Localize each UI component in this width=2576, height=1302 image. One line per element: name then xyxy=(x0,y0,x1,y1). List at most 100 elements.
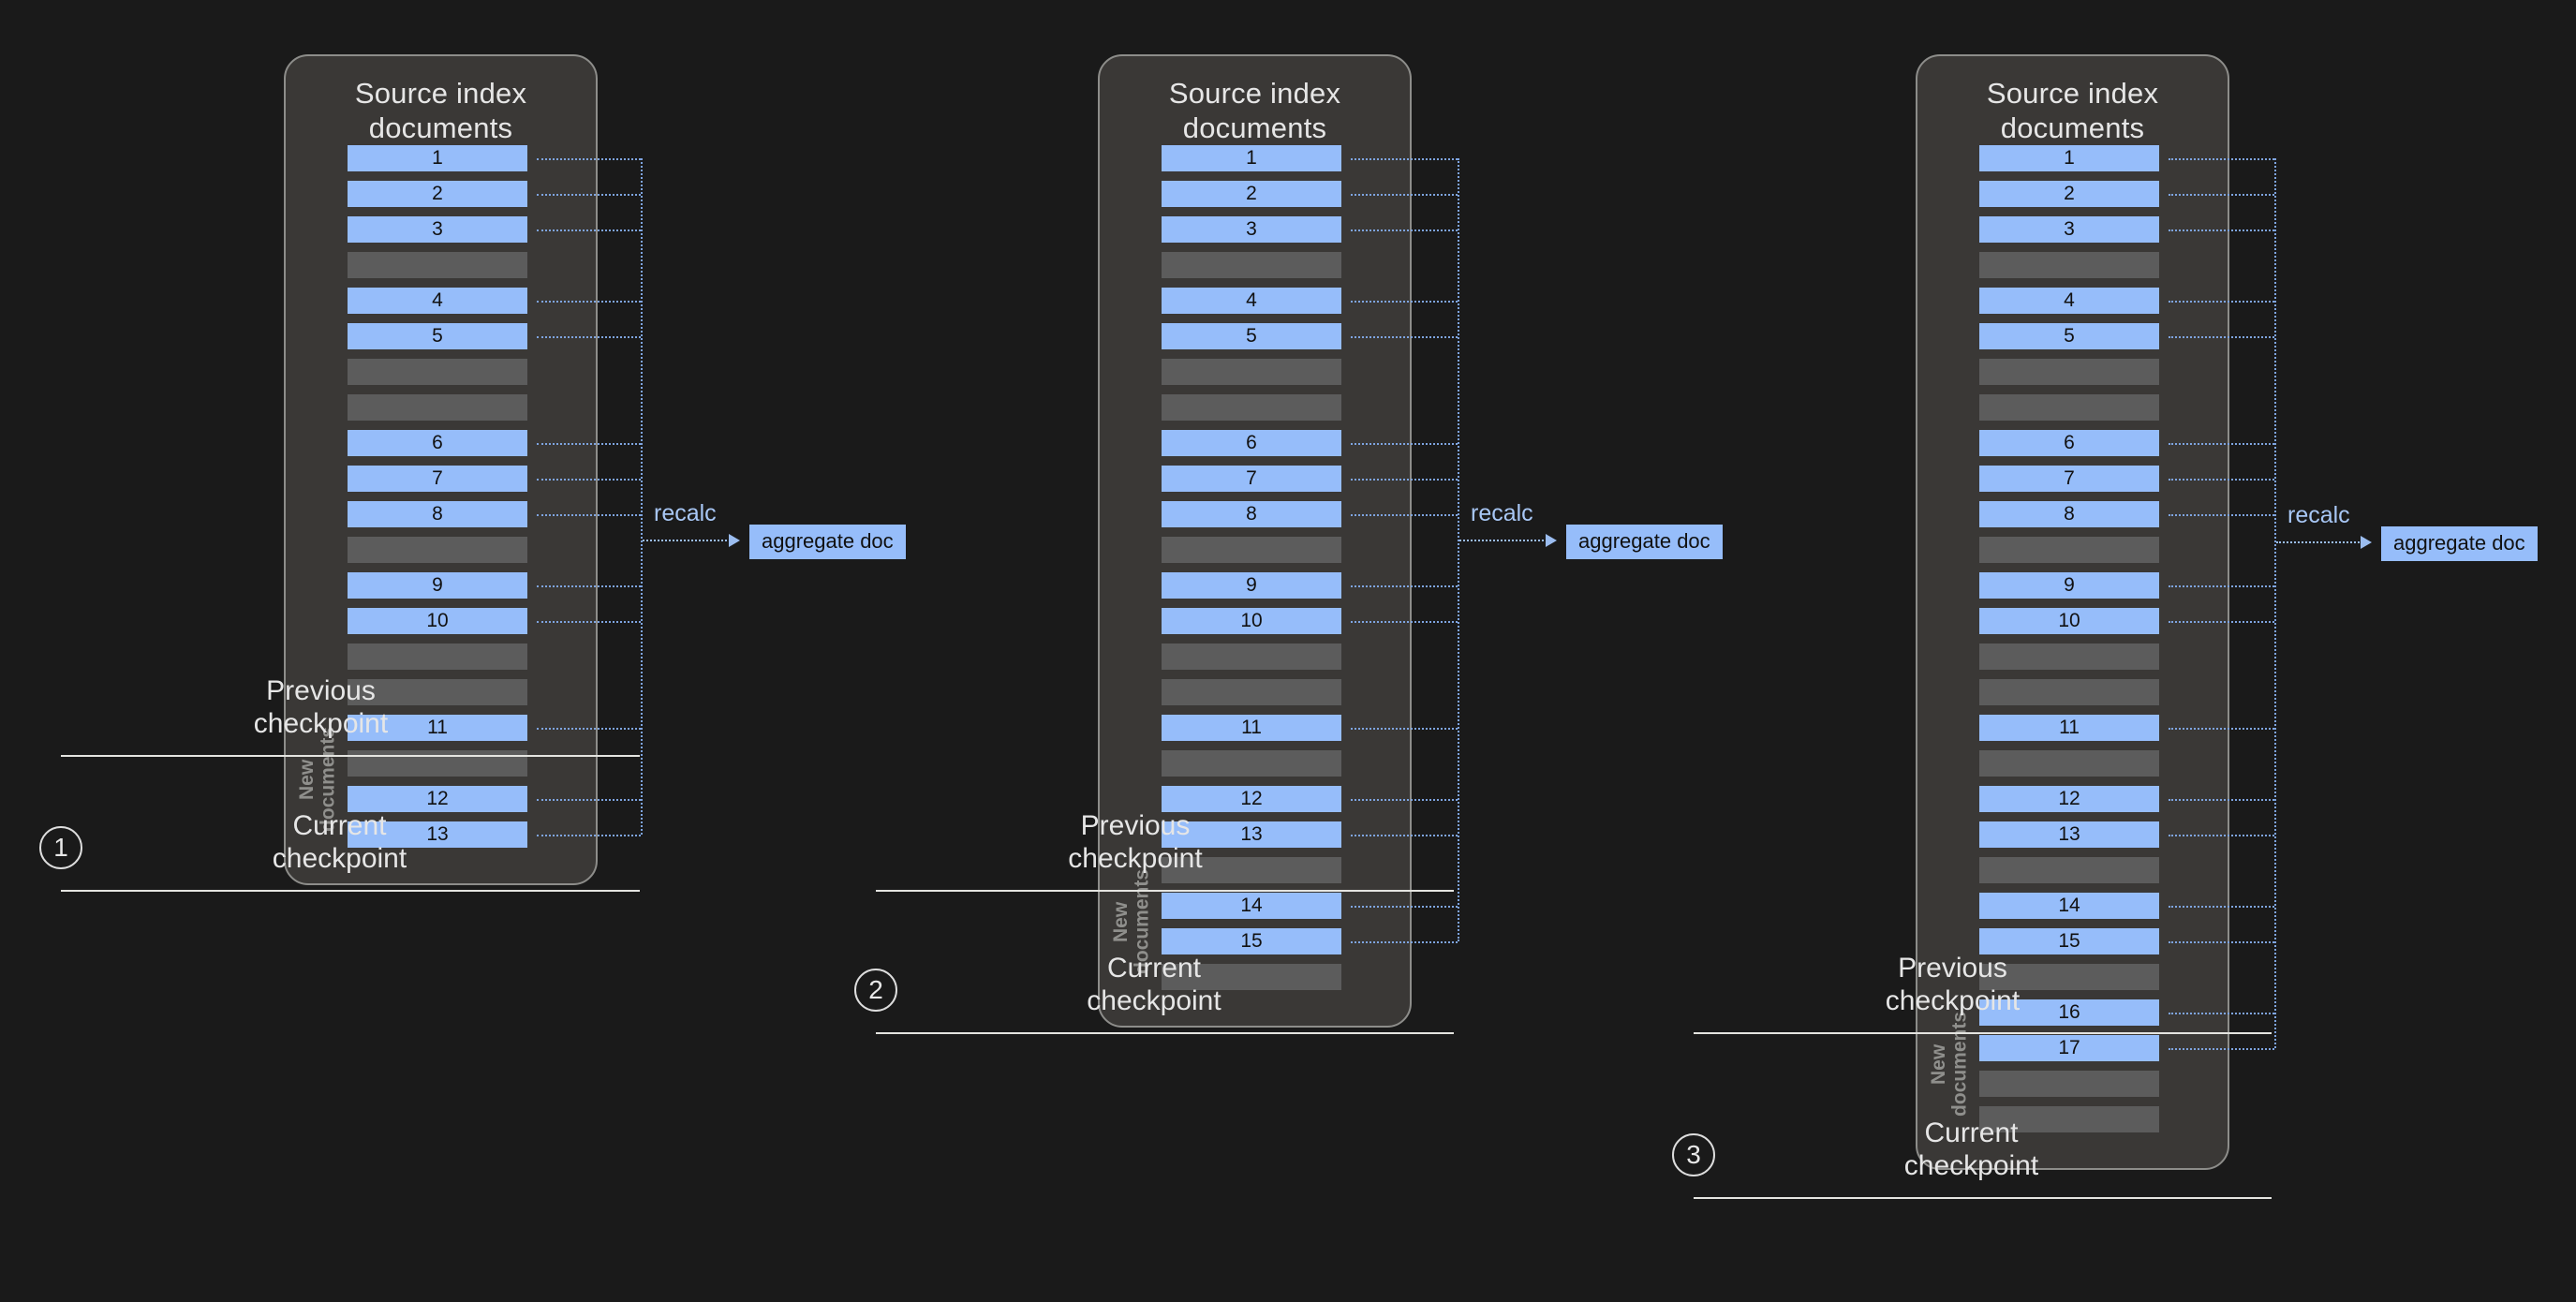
document-row-1: 1 xyxy=(1162,145,1341,171)
connector-line xyxy=(1351,479,1458,481)
connector-line xyxy=(1351,301,1458,303)
connector-line xyxy=(2169,941,2274,943)
document-row-5: 5 xyxy=(348,323,527,349)
document-row-2: 2 xyxy=(1162,181,1341,207)
connector-line xyxy=(1351,799,1458,801)
connector-line xyxy=(537,479,641,481)
document-row-empty xyxy=(348,394,527,421)
connector-line xyxy=(1351,158,1458,160)
document-row-9: 9 xyxy=(348,572,527,599)
document-row-empty xyxy=(348,644,527,670)
document-row-12: 12 xyxy=(1162,786,1341,812)
document-row-12: 12 xyxy=(348,786,527,812)
document-row-5: 5 xyxy=(1979,323,2159,349)
document-row-empty xyxy=(1162,537,1341,563)
document-row-3: 3 xyxy=(1979,216,2159,243)
document-row-10: 10 xyxy=(1979,608,2159,634)
document-row-11: 11 xyxy=(1162,715,1341,741)
current-checkpoint-line xyxy=(876,1032,1454,1034)
recalc-arrow-head xyxy=(2361,536,2372,549)
document-row-11: 11 xyxy=(348,715,527,741)
document-row-7: 7 xyxy=(348,466,527,492)
previous-checkpoint-line xyxy=(1694,1032,2272,1034)
document-row-empty xyxy=(348,750,527,777)
document-row-empty xyxy=(1162,964,1341,990)
current-checkpoint-label: Current checkpoint xyxy=(1903,1117,2039,1182)
connector-line xyxy=(2169,585,2274,587)
connector-line xyxy=(537,301,641,303)
document-row-empty xyxy=(1162,359,1341,385)
document-row-8: 8 xyxy=(1979,501,2159,527)
connector-line xyxy=(537,799,641,801)
connector-line xyxy=(2169,479,2274,481)
document-row-17: 17 xyxy=(1979,1035,2159,1061)
document-row-9: 9 xyxy=(1162,572,1341,599)
connector-line xyxy=(537,443,641,445)
recalc-arrow-head xyxy=(1546,534,1557,547)
document-row-empty xyxy=(1162,644,1341,670)
connector-line xyxy=(2169,1048,2274,1050)
previous-checkpoint-line xyxy=(61,755,640,757)
current-checkpoint-line xyxy=(1694,1197,2272,1199)
checkpoint-number-badge: 3 xyxy=(1672,1133,1715,1176)
document-row-empty xyxy=(1979,1071,2159,1097)
connector-line xyxy=(2169,621,2274,623)
document-row-empty xyxy=(1162,679,1341,705)
connector-line xyxy=(1351,443,1458,445)
document-row-7: 7 xyxy=(1162,466,1341,492)
connector-line xyxy=(2169,906,2274,908)
panel-title: Source index documents xyxy=(1986,77,2159,144)
document-row-11: 11 xyxy=(1979,715,2159,741)
connector-line xyxy=(2169,194,2274,196)
document-row-15: 15 xyxy=(1162,928,1341,954)
connector-line xyxy=(537,229,641,231)
document-row-3: 3 xyxy=(348,216,527,243)
document-row-empty xyxy=(348,679,527,705)
connector-line xyxy=(537,158,641,160)
previous-checkpoint-label: Previous checkpoint xyxy=(253,675,389,740)
connector-line xyxy=(1351,621,1458,623)
document-row-10: 10 xyxy=(1162,608,1341,634)
connector-line xyxy=(1351,585,1458,587)
connector-line xyxy=(2169,229,2274,231)
connector-line xyxy=(1351,514,1458,516)
current-checkpoint-label: Current checkpoint xyxy=(1087,953,1221,1017)
connector-line xyxy=(537,728,641,730)
document-row-empty xyxy=(1979,537,2159,563)
document-row-8: 8 xyxy=(348,501,527,527)
current-checkpoint-label: Current checkpoint xyxy=(272,810,407,875)
recalc-label: recalc xyxy=(654,500,717,526)
document-row-empty xyxy=(1979,252,2159,278)
connector-line xyxy=(2169,835,2274,836)
document-row-4: 4 xyxy=(348,288,527,314)
document-row-4: 4 xyxy=(1162,288,1341,314)
document-row-7: 7 xyxy=(1979,466,2159,492)
document-row-empty xyxy=(348,537,527,563)
document-row-13: 13 xyxy=(348,821,527,848)
document-row-6: 6 xyxy=(1979,430,2159,456)
connector-line xyxy=(2169,443,2274,445)
connector-line xyxy=(2169,728,2274,730)
document-row-16: 16 xyxy=(1979,999,2159,1026)
checkpoint-number-badge: 2 xyxy=(854,969,897,1012)
connector-line xyxy=(2169,1013,2274,1014)
connector-line xyxy=(537,194,641,196)
aggregate-doc-box: aggregate doc xyxy=(1566,525,1723,559)
previous-checkpoint-label: Previous checkpoint xyxy=(1885,953,2021,1017)
checkpoint-number-badge: 1 xyxy=(39,826,82,869)
document-row-10: 10 xyxy=(348,608,527,634)
document-row-empty xyxy=(348,359,527,385)
connector-line xyxy=(1351,728,1458,730)
document-row-empty xyxy=(1979,359,2159,385)
document-row-empty xyxy=(1162,750,1341,777)
connector-line xyxy=(1351,336,1458,338)
document-row-empty xyxy=(1162,394,1341,421)
document-row-12: 12 xyxy=(1979,786,2159,812)
current-checkpoint-line xyxy=(61,890,640,892)
connector-line xyxy=(537,336,641,338)
connector-spine xyxy=(641,158,643,835)
recalc-arrow-line xyxy=(1459,540,1547,541)
document-row-empty xyxy=(1162,252,1341,278)
connector-line xyxy=(537,585,641,587)
